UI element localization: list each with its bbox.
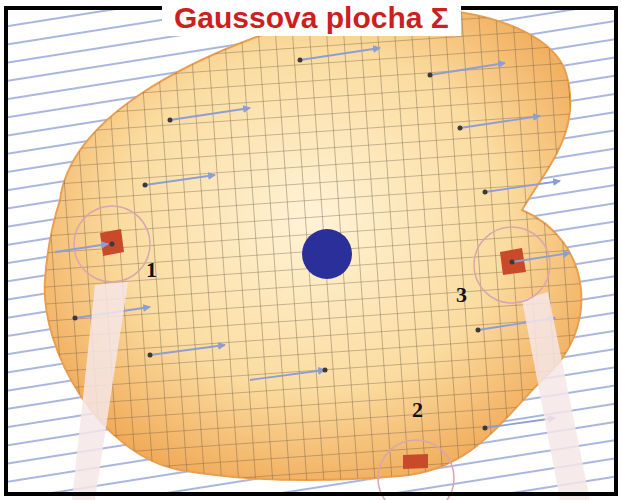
surface-dots	[73, 58, 488, 431]
magnifier-cones	[72, 282, 590, 500]
patch-circles	[74, 206, 550, 500]
area-patches	[100, 229, 526, 469]
callout-number: 1	[146, 258, 157, 282]
callout-number: 2	[412, 398, 423, 422]
surface-grid	[45, 8, 582, 480]
enclosed-charge	[302, 229, 352, 279]
callout-number: 3	[456, 283, 467, 307]
surface-field-arrows	[75, 48, 560, 428]
surface-dot	[510, 260, 515, 265]
frame	[6, 8, 616, 494]
surface-dot	[110, 242, 115, 247]
gaussian-surface	[45, 8, 582, 480]
field-lines	[6, 8, 616, 494]
surface-title: Gaussova plocha Σ	[162, 0, 461, 36]
